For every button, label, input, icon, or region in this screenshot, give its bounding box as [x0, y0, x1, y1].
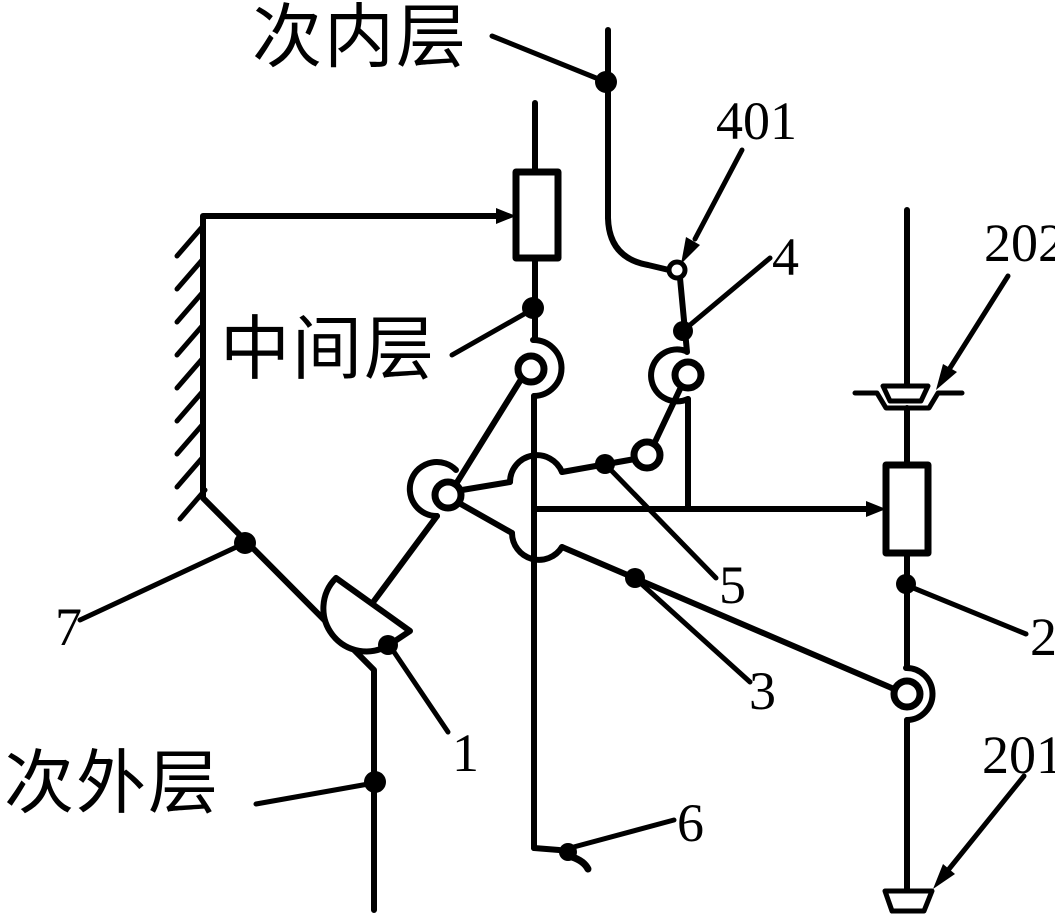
- leader-201: [949, 776, 1024, 869]
- label-middle-layer: 中间层: [220, 316, 436, 386]
- left-joint: [410, 462, 461, 516]
- label-outer-layer: 次外层: [4, 750, 220, 820]
- link-3: [459, 503, 894, 689]
- label-2: 2: [1030, 610, 1055, 664]
- dot-6: [559, 843, 577, 861]
- leader-401: [695, 150, 742, 239]
- label-5: 5: [719, 558, 746, 612]
- leader-1: [390, 646, 448, 732]
- dot-7: [234, 532, 256, 554]
- upper-left-link: [456, 356, 544, 484]
- crescent-cam: [323, 516, 437, 651]
- pin-joint-4: [675, 362, 701, 388]
- leader-202: [950, 276, 1008, 368]
- dot-outer-layer: [364, 771, 386, 793]
- label-3: 3: [749, 664, 776, 718]
- leader-5: [607, 466, 716, 578]
- dot-4: [673, 321, 693, 341]
- center-link: [533, 340, 588, 869]
- foot-201-icon: [885, 891, 932, 911]
- dot-2: [896, 574, 916, 594]
- inner-layer-branch: [608, 30, 687, 352]
- leader-outer-layer: [256, 783, 374, 804]
- arrowhead-401: [681, 237, 700, 264]
- joint-4-assembly: [651, 349, 701, 509]
- pin-joint-middle: [518, 356, 544, 382]
- leader-7: [80, 543, 245, 620]
- label-4: 4: [772, 230, 799, 284]
- label-202: 202: [984, 216, 1055, 270]
- pin-joint-5: [634, 442, 660, 468]
- leader-2: [906, 585, 1026, 634]
- label-6: 6: [677, 796, 704, 850]
- right-slider: [886, 465, 928, 553]
- leader-4: [684, 258, 770, 330]
- label-401: 401: [716, 94, 797, 148]
- pin-joint-right: [894, 681, 920, 707]
- dot-5: [595, 454, 615, 474]
- bearing-202-icon: [855, 386, 962, 408]
- leader-dots: [234, 71, 916, 861]
- leader-6: [570, 820, 674, 848]
- arrowhead-202: [936, 364, 957, 390]
- pin-joint-401: [669, 262, 685, 278]
- dot-middle-layer: [522, 297, 544, 319]
- horizontal-tie: [534, 501, 886, 517]
- label-inner-layer: 次内层: [252, 4, 468, 74]
- label-7: 7: [55, 600, 82, 654]
- leader-inner-layer: [492, 36, 606, 82]
- right-branch: [855, 210, 962, 911]
- dot-1: [378, 635, 398, 655]
- link-5: [462, 442, 660, 490]
- label-1: 1: [452, 726, 479, 780]
- label-201: 201: [982, 728, 1055, 782]
- leader-middle-layer: [452, 309, 533, 355]
- dot-3: [625, 568, 645, 588]
- dot-inner-layer: [595, 71, 617, 93]
